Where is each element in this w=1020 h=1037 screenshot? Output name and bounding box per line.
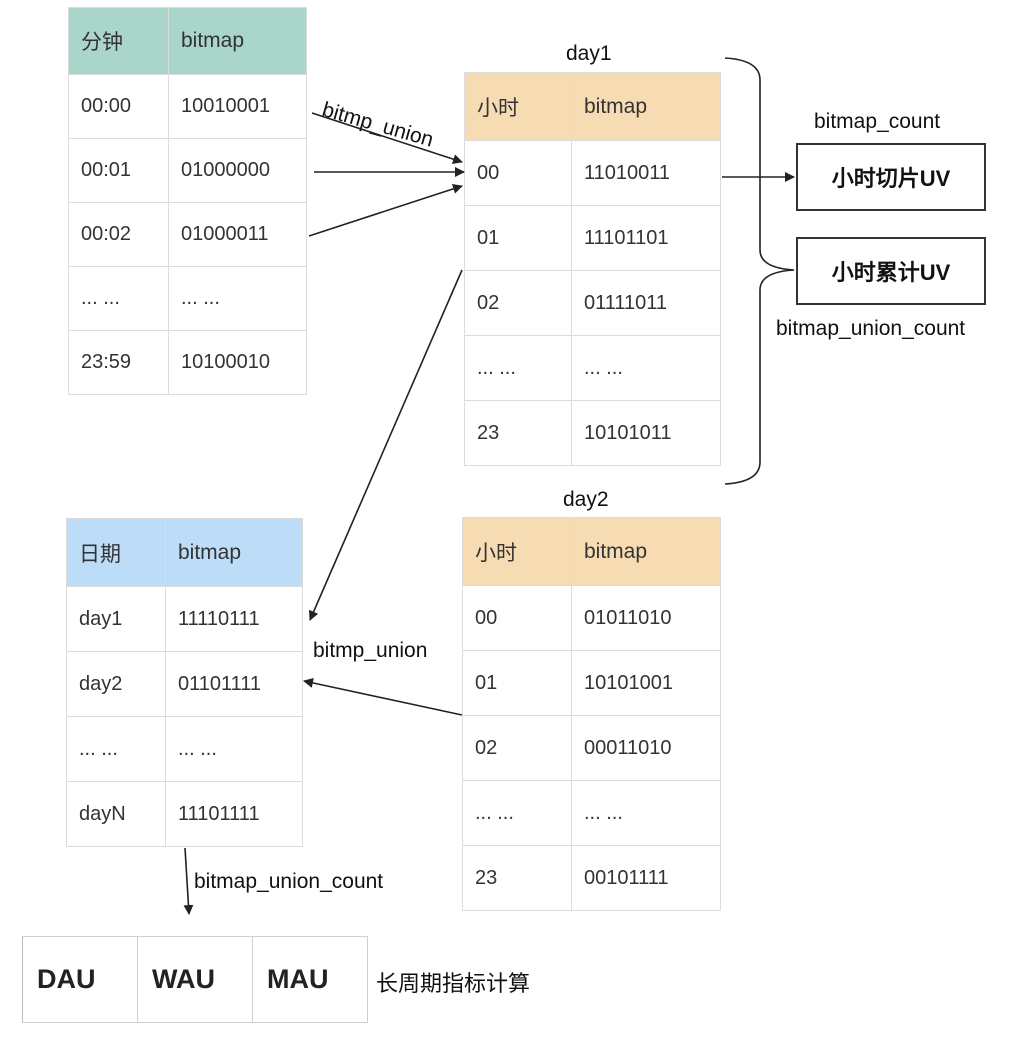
day1-brace <box>724 57 795 485</box>
bitmap-header: bitmap <box>571 517 721 586</box>
arrow-date-to-metrics <box>183 847 194 915</box>
arrow-minute00-to-hour <box>311 112 463 164</box>
date-cell: ... ... <box>66 716 166 782</box>
date-cell: dayN <box>66 781 166 847</box>
hour-cumulative-uv-box: 小时累计UV <box>796 237 986 305</box>
bitmap-cell: 01000011 <box>168 202 307 267</box>
bitmap-union-mid-label: bitmp_union <box>313 639 428 662</box>
hour-cell: 02 <box>464 270 572 336</box>
table-row: ... ...... ... <box>68 266 307 331</box>
day2-title: day2 <box>563 488 609 511</box>
table-row: ... ...... ... <box>464 335 721 401</box>
bitmap-cell: 11110111 <box>165 586 303 652</box>
hour-cell: 01 <box>464 205 572 271</box>
bitmap-cell: 11010011 <box>571 140 721 206</box>
minute-cell: 00:01 <box>68 138 169 203</box>
bitmap-union-count-bottom-label: bitmap_union_count <box>194 870 384 893</box>
bitmap-cell: ... ... <box>165 716 303 782</box>
hour-cell: 00 <box>462 585 572 651</box>
hour-slice-uv-box: 小时切片UV <box>796 143 986 211</box>
table-row: ... ...... ... <box>462 780 721 846</box>
hour-cell: 23 <box>462 845 572 911</box>
metrics-table: DAU WAU MAU <box>22 936 368 1023</box>
bitmap-cell: ... ... <box>168 266 307 331</box>
hour-cell: 02 <box>462 715 572 781</box>
bitmap-cell: 11101111 <box>165 781 303 847</box>
bitmap-cell: 10100010 <box>168 330 307 395</box>
hour-header: 小时 <box>464 72 572 141</box>
hour-cell: 01 <box>462 650 572 716</box>
arrow-minute02-to-hour <box>308 184 463 237</box>
bitmap-union-count-right-label: bitmap_union_count <box>776 317 966 340</box>
bitmap-count-label: bitmap_count <box>814 110 941 133</box>
bitmap-cell: 10101011 <box>571 400 721 466</box>
hour-cell: 23 <box>464 400 572 466</box>
minute-cell: ... ... <box>68 266 169 331</box>
bitmap-cell: 01111011 <box>571 270 721 336</box>
bitmap-cell: ... ... <box>571 335 721 401</box>
arrow-day2-to-date <box>303 678 463 716</box>
table-row: ... ...... ... <box>66 716 303 782</box>
bitmap-cell: ... ... <box>571 780 721 846</box>
metric-wau: WAU <box>137 936 253 1023</box>
arrow-day1-to-date <box>308 269 463 621</box>
bitmap-cell: 00011010 <box>571 715 721 781</box>
bitmap-cell: 01000000 <box>168 138 307 203</box>
bitmap-cell: 00101111 <box>571 845 721 911</box>
long-period-label: 长周期指标计算 <box>376 971 531 996</box>
minute-cell: 23:59 <box>68 330 169 395</box>
metric-mau: MAU <box>252 936 368 1023</box>
bitmap-header: bitmap <box>168 7 307 75</box>
bitmap-header: bitmap <box>165 518 303 587</box>
metric-dau: DAU <box>22 936 138 1023</box>
bitmap-cell: 01101111 <box>165 651 303 717</box>
minute-header: 分钟 <box>68 7 169 75</box>
bitmap-header: bitmap <box>571 72 721 141</box>
minute-cell: 00:02 <box>68 202 169 267</box>
bitmap-cell: 01011010 <box>571 585 721 651</box>
hour-header: 小时 <box>462 517 572 586</box>
bitmap-cell: 10010001 <box>168 74 307 139</box>
day1-title: day1 <box>566 42 612 65</box>
date-cell: day1 <box>66 586 166 652</box>
